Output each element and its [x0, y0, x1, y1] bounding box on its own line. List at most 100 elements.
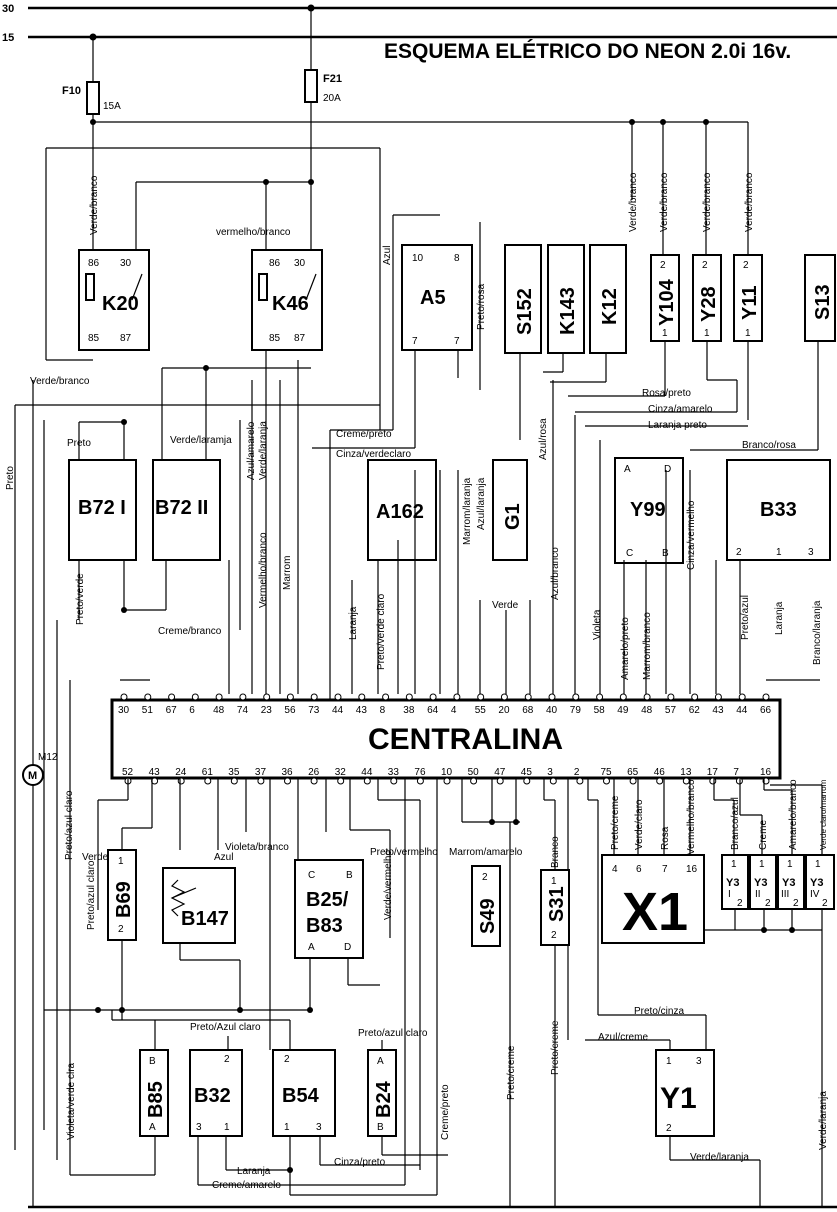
component-y99: A D C B Y99	[614, 457, 684, 564]
relay-k20: 86 30 85 87 K20	[78, 249, 150, 351]
y1-label: Y1	[660, 1082, 697, 1115]
ecu-bottom-pin-label: 45	[521, 767, 533, 778]
ecu-bottom-pin-marker	[629, 777, 637, 785]
b24-pin-b: B	[377, 1122, 384, 1133]
component-m12: M M12	[22, 380, 71, 1207]
wire-label-branco-rosa: Branco/rosa	[742, 440, 796, 451]
wire-label-rosa-preto: Rosa/preto	[642, 388, 691, 399]
component-s13: S13	[804, 254, 836, 342]
component-b69: 1 2 B69	[107, 849, 137, 1020]
ecu-bottom-pin-marker	[230, 777, 238, 785]
diagram-title: ESQUEMA ELÉTRICO DO NEON 2.0i 16v.	[384, 40, 791, 63]
ecu-top-pin-label: 48	[641, 705, 653, 716]
ecu-bottom-pin-marker	[523, 777, 531, 785]
fuse-f21: F21 20A	[304, 8, 342, 250]
ecu-bottom-pin-label: 43	[149, 767, 161, 778]
wire-label-preto-verde-claro: Preto/verde claro	[376, 593, 387, 670]
wire-label-marrom-amarelo: Marrom/amarelo	[449, 847, 523, 858]
ecu-bottom-pin-marker	[576, 777, 584, 785]
wire-label-laranja-preto: Laranja preto	[648, 420, 707, 431]
ecu-top-pin-marker	[429, 693, 437, 701]
s49-pin-2: 2	[482, 872, 488, 883]
ecu-top-pin-label: 43	[356, 705, 368, 716]
power-rails: 30 15	[2, 3, 837, 1209]
ecu-bottom-pin-marker	[656, 777, 664, 785]
wire-label-branco-laranja: Branco/laranja	[812, 600, 823, 665]
ecu-bottom-pin-marker	[603, 777, 610, 785]
ecu-top-pin-marker	[762, 693, 770, 701]
component-b72-i: B72 I	[68, 459, 137, 561]
y104-label: Y104	[656, 278, 678, 326]
ecu-top-pin-label: 44	[332, 705, 344, 716]
component-b24: A B B24	[367, 1040, 448, 1156]
ecu-bottom-pin-label: 52	[122, 767, 134, 778]
b54-label: B54	[282, 1085, 320, 1107]
ecu-top-pin-marker	[691, 693, 699, 701]
ecu-top-pin-label: 43	[712, 705, 724, 716]
wire-label-rosa: Rosa	[660, 826, 671, 850]
b25-pin-c: C	[308, 870, 315, 881]
y1-pin-2: 2	[666, 1123, 672, 1134]
ecu-bottom-pin-marker	[204, 777, 212, 785]
ecu-top-pin-label: 40	[546, 705, 558, 716]
ecu-top-pin-marker	[619, 693, 627, 701]
a5-pin-10: 10	[412, 253, 424, 264]
ecu-top-pin-marker	[310, 693, 318, 701]
wire-label-cinza-verdeclaro: Cinza/verdeclaro	[336, 449, 411, 460]
b25-label-1: B25/	[306, 889, 349, 911]
ecu-top-pin-marker	[144, 693, 152, 701]
a5-pin-8: 8	[454, 253, 460, 264]
b54-pin-2: 2	[284, 1054, 290, 1065]
ecu-top-pin-label: 8	[380, 705, 386, 716]
wire-label-preto-azul-claro-2: Preto/azul claro	[86, 860, 97, 930]
x1-pin-7: 7	[662, 864, 668, 875]
ecu-bottom-pin-label: 46	[654, 767, 666, 778]
wire-label-violeta: Violeta	[592, 609, 603, 640]
wire-label-laranja-b32: Laranja	[237, 1166, 271, 1177]
component-s31: 1 2 S31	[540, 869, 570, 946]
ecu-bottom-wires	[97, 778, 823, 1207]
b25-pin-d: D	[344, 942, 351, 953]
ecu-label: CENTRALINA	[368, 723, 563, 756]
wire-label-azul: Azul	[382, 246, 393, 265]
b69-pin-2: 2	[118, 924, 124, 935]
ecu-top-pin-marker	[477, 693, 485, 701]
s31-label: S31	[546, 886, 568, 922]
fuse-f21-rating: 20A	[323, 93, 341, 104]
fuse-f10: F10 15A	[62, 37, 121, 250]
ecu-bottom-pin-label: 76	[414, 767, 426, 778]
wire-label-verde-branco-4: Verde/branco	[702, 172, 713, 232]
relay-k46: 86 30 85 87 K46	[251, 249, 323, 351]
component-b85: B A B85	[70, 1049, 169, 1176]
wire-label-creme-branco: Creme/branco	[158, 626, 222, 637]
component-b72-ii: B72 II	[152, 459, 221, 561]
ecu-bottom-pin-label: 35	[228, 767, 240, 778]
ecu-bottom-pin-marker	[177, 777, 185, 785]
ecu-top-pin-label: 79	[570, 705, 582, 716]
y1-pin-3: 3	[696, 1056, 702, 1067]
b24-pin-a: A	[377, 1056, 384, 1067]
wire-label-verde-vermelho: Verde/vermelho	[383, 850, 394, 920]
wire-label-cinza-amarelo: Cinza/amarelo	[648, 404, 713, 415]
ecu-top-pin-label: 73	[308, 705, 320, 716]
s31-pin-1: 1	[551, 876, 557, 887]
wire-label-verde-laranja: Verde/laranja	[258, 421, 269, 480]
component-b54: 2 1 3 B54	[272, 1049, 437, 1196]
y3-ii-label: Y3	[754, 877, 767, 889]
k143-label: K143	[557, 287, 579, 335]
s13-label: S13	[812, 284, 834, 320]
wire-label-verde-branco-5: Verde/branco	[744, 172, 755, 232]
a5-pin-7b: 7	[454, 336, 460, 347]
ecu-top-pin-label: 49	[617, 705, 629, 716]
ecu-bottom-pin-label: 50	[468, 767, 480, 778]
y3-iv-pin-1: 1	[815, 859, 821, 870]
ecu-top-pin-marker	[120, 693, 128, 701]
wire-label-preto-cinza: Preto/cinza	[634, 1006, 684, 1017]
wire-label-creme-preto: Creme/preto	[336, 429, 392, 440]
wire-label-cinza-vermelho: Cinza/vermelho	[686, 500, 697, 570]
k20-pin-87: 87	[120, 333, 132, 344]
component-b25-b83: C B A D B25/ B83	[294, 859, 380, 1010]
ecu-bottom-pin-marker	[363, 777, 371, 785]
ecu-top-pin-marker	[239, 693, 247, 701]
